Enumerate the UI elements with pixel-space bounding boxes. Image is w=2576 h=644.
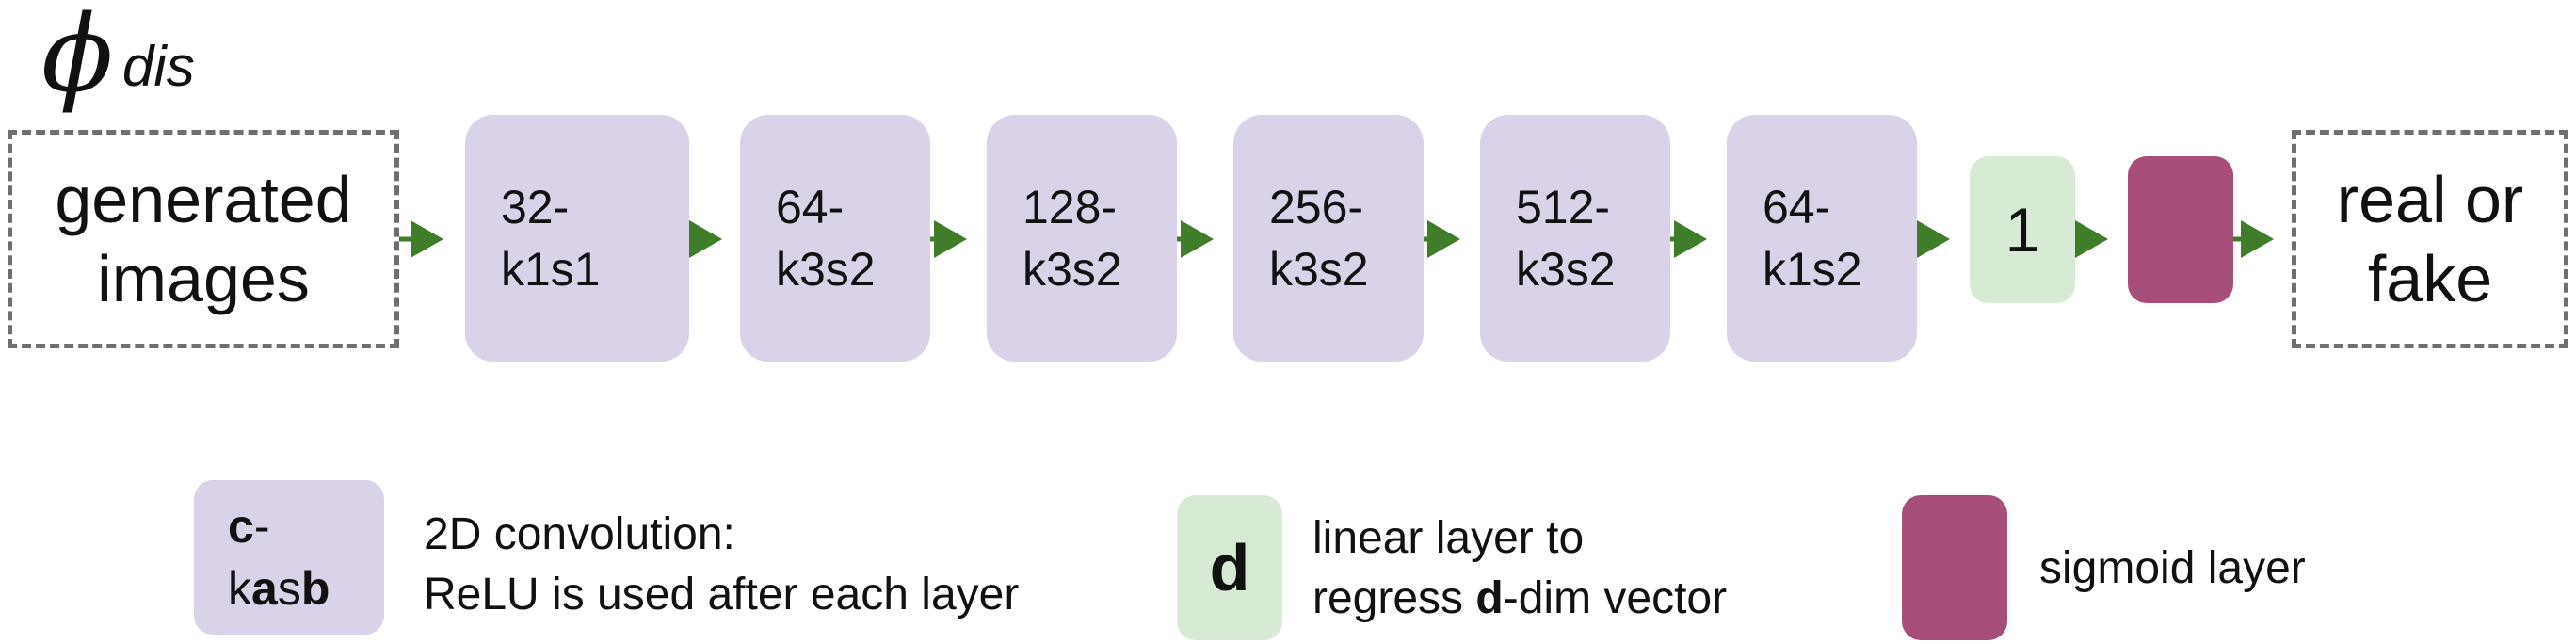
legend-conv-desc-line1: 2D convolution:	[424, 509, 735, 559]
legend-conv-key: c- kasb	[194, 480, 384, 635]
legend-linear-desc: linear layer to regress d-dim vector	[1312, 508, 1727, 629]
conv-layer-4-line1: 256-	[1269, 181, 1364, 233]
legend-linear-key-d: d	[1209, 531, 1250, 604]
legend-linear-desc-line1: linear layer to	[1312, 513, 1585, 563]
conv-layer-1-line2: k1s1	[501, 243, 601, 296]
legend-linear-key: d	[1177, 495, 1282, 640]
input-label-line2: images	[97, 242, 310, 315]
conv-layer-1: 32- k1s1	[465, 115, 689, 362]
conv-layer-4: 256- k3s2	[1233, 115, 1424, 362]
legend-conv-desc: 2D convolution: ReLU is used after each …	[424, 505, 1019, 625]
linear-layer: 1	[1970, 156, 2075, 303]
legend-linear-desc-pre: regress	[1312, 573, 1476, 623]
output-label-line1: real or	[2336, 163, 2524, 236]
conv-layer-2-line1: 64-	[776, 181, 845, 233]
output-box: real or fake	[2292, 130, 2568, 348]
conv-layer-6-line2: k1s2	[1763, 243, 1862, 296]
legend-linear-desc-post: -dim vector	[1503, 573, 1728, 623]
input-label-line1: generated	[55, 163, 352, 236]
conv-layer-1-line1: 32-	[501, 181, 570, 233]
legend-linear-desc-d: d	[1475, 573, 1504, 623]
legend-conv-key-dash: -	[253, 500, 270, 553]
legend-conv-key-k: k	[228, 562, 251, 615]
conv-layer-5: 512- k3s2	[1480, 115, 1670, 362]
conv-layer-5-line2: k3s2	[1516, 243, 1616, 296]
conv-layer-2-line2: k3s2	[776, 243, 876, 296]
legend-conv-desc-line2: ReLU is used after each layer	[424, 570, 1020, 620]
conv-layer-6: 64- k1s2	[1727, 115, 1917, 362]
phi-symbol: ϕ	[41, 0, 114, 116]
conv-layer-3-line2: k3s2	[1022, 243, 1122, 296]
conv-layer-6-line1: 64-	[1763, 181, 1831, 233]
sigmoid-layer	[2128, 156, 2233, 303]
legend-conv-key-s: s	[277, 562, 301, 615]
input-box: generated images	[8, 130, 399, 348]
legend-sigmoid-key	[1902, 495, 2007, 640]
conv-layer-4-line2: k3s2	[1269, 243, 1369, 296]
conv-layer-5-line1: 512-	[1516, 181, 1611, 233]
title-subscript: dis	[122, 35, 195, 98]
legend-sigmoid-desc: sigmoid layer	[2039, 543, 2306, 593]
conv-layer-3-line1: 128-	[1022, 181, 1118, 233]
legend-conv-key-a: a	[251, 562, 278, 615]
conv-layer-3: 128- k3s2	[987, 115, 1177, 362]
legend-conv-key-c: c	[228, 500, 254, 553]
legend-conv-key-b: b	[300, 562, 330, 615]
output-label-line2: fake	[2367, 242, 2493, 315]
conv-layer-2: 64- k3s2	[740, 115, 930, 362]
linear-layer-label: 1	[2004, 195, 2040, 265]
